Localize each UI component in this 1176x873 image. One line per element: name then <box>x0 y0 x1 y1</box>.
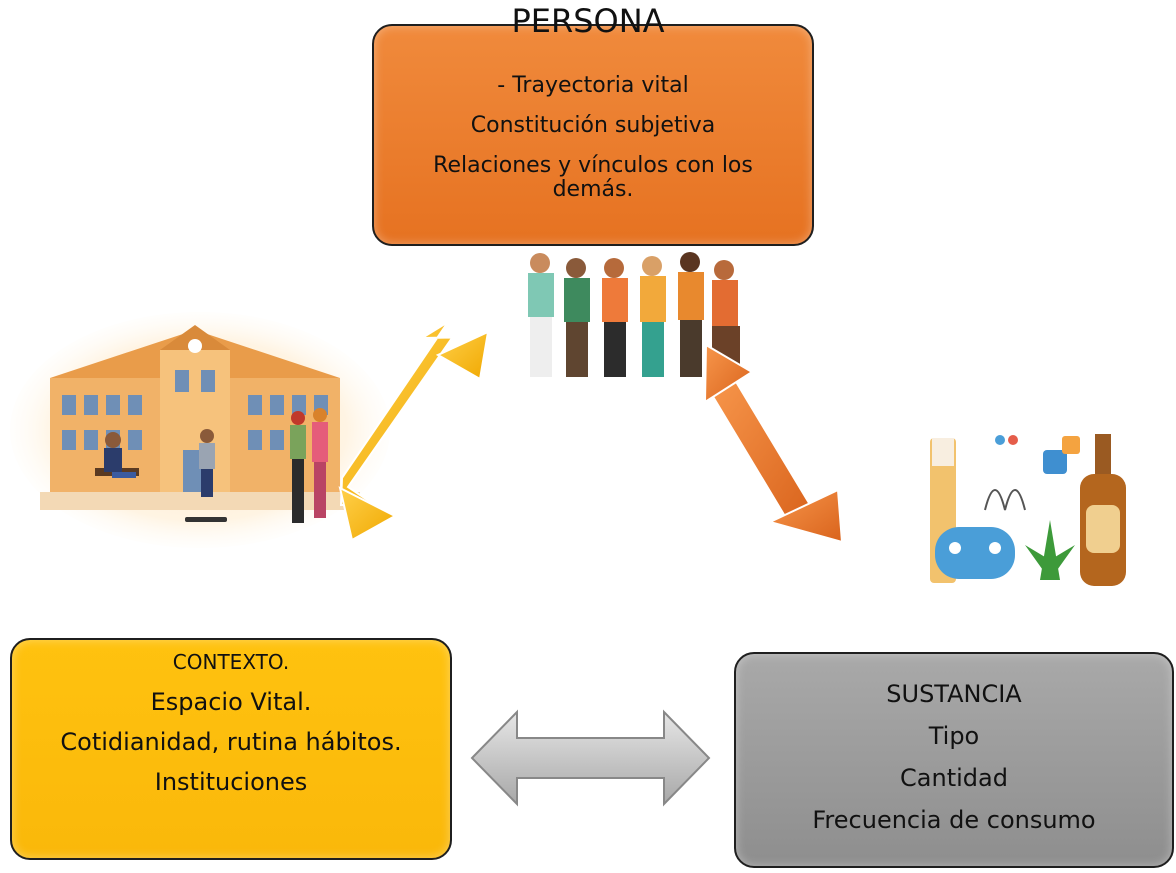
persona-line-2: Constitución subjetiva <box>470 113 716 138</box>
sustancia-title: SUSTANCIA <box>886 680 1022 708</box>
orange-double-arrow <box>703 343 844 544</box>
sustancia-line-1: Tipo <box>928 722 980 750</box>
sustancia-line-2: Cantidad <box>900 764 1008 792</box>
substances-icon <box>930 434 1126 586</box>
persona-line-4: demás. <box>552 177 634 202</box>
sustancia-line-3: Frecuencia de consumo <box>812 806 1096 834</box>
yellow-double-arrow <box>338 321 490 542</box>
school-scene-icon <box>10 312 390 548</box>
persona-title: PERSONA <box>511 2 665 40</box>
contexto-box: CONTEXTO. Espacio Vital. Cotidianidad, r… <box>10 638 452 860</box>
persona-box: - Trayectoria vital Constitución subjeti… <box>372 24 814 246</box>
contexto-line-3: Instituciones <box>154 768 308 796</box>
contexto-line-1: Espacio Vital. <box>150 688 312 716</box>
persona-line-1: - Trayectoria vital <box>497 73 689 98</box>
contexto-title: CONTEXTO. <box>172 650 290 674</box>
contexto-line-2: Cotidianidad, rutina hábitos. <box>60 728 402 756</box>
gray-double-arrow <box>470 709 711 807</box>
sustancia-box: SUSTANCIA Tipo Cantidad Frecuencia de co… <box>734 652 1174 868</box>
persona-line-3: Relaciones y vínculos con los <box>433 153 753 178</box>
